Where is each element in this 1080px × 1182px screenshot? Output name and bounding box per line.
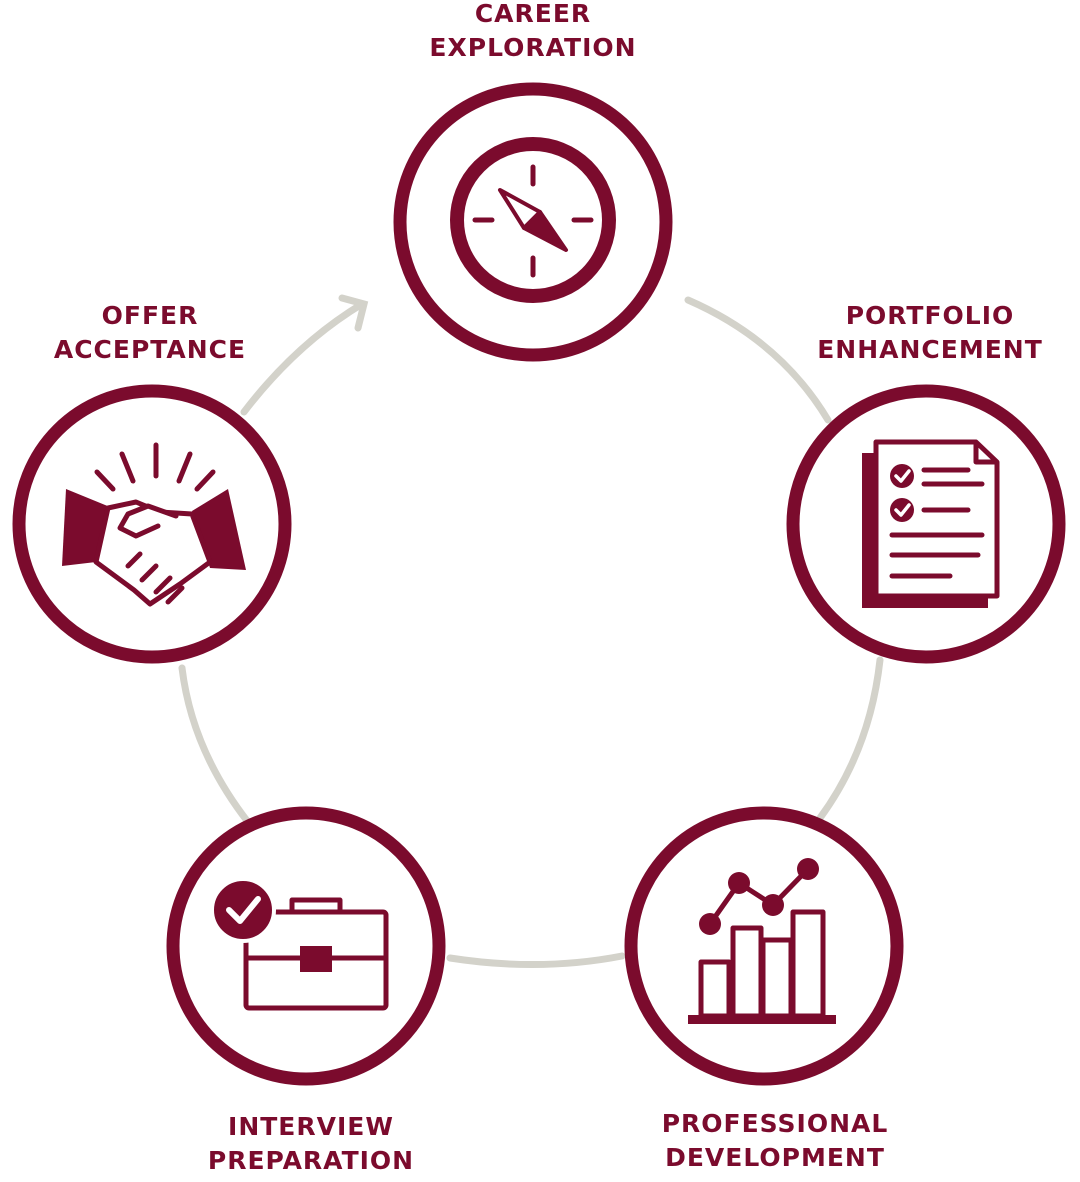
cycle-arrowhead <box>338 294 369 332</box>
briefcase-check-icon <box>210 877 389 1011</box>
label-line: DEVELOPMENT <box>665 1143 885 1172</box>
document-checklist-icon <box>862 439 1000 608</box>
stage-interview-preparation <box>166 806 446 1086</box>
label-line: OFFER <box>101 301 199 330</box>
label-line: ENHANCEMENT <box>817 335 1043 364</box>
stage-portfolio-enhancement <box>786 384 1066 664</box>
stage-professional-development <box>624 806 904 1086</box>
label-line: PREPARATION <box>207 1146 415 1175</box>
label-professional-development: PROFESSIONAL DEVELOPMENT <box>615 1107 935 1175</box>
label-line: PROFESSIONAL <box>661 1109 889 1138</box>
label-line: PORTFOLIO <box>845 301 1015 330</box>
growth-chart-icon <box>688 858 836 1024</box>
connector-offer-to-career <box>240 300 366 416</box>
handshake-icon <box>62 442 246 607</box>
label-offer-acceptance: OFFER ACCEPTANCE <box>0 299 310 367</box>
stage-career-exploration <box>393 82 673 362</box>
label-line: CAREER <box>474 0 592 28</box>
compass-icon <box>450 137 616 303</box>
connector-development-to-interview <box>446 952 626 968</box>
connector-portfolio-to-development <box>816 656 884 822</box>
label-line: EXPLORATION <box>429 33 637 62</box>
connector-interview-to-offer <box>178 664 252 826</box>
label-line: ACCEPTANCE <box>53 335 247 364</box>
label-interview-preparation: INTERVIEW PREPARATION <box>151 1110 471 1178</box>
stage-offer-acceptance <box>12 384 292 664</box>
label-career-exploration: CAREER EXPLORATION <box>373 0 693 65</box>
cycle-connectors <box>178 294 884 968</box>
label-portfolio-enhancement: PORTFOLIO ENHANCEMENT <box>770 299 1080 367</box>
label-line: INTERVIEW <box>228 1112 394 1141</box>
connector-career-to-portfolio <box>684 296 832 424</box>
